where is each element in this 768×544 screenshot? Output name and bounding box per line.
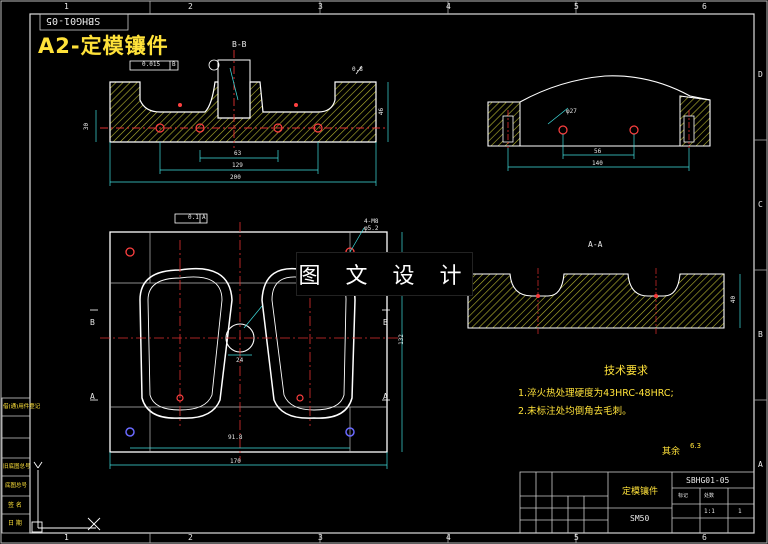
- border-num-3-top: 3: [318, 2, 323, 11]
- dim-phi5-2: φ5.2: [364, 225, 379, 232]
- border-letter-c: C: [758, 200, 763, 209]
- section-bb-label: B-B: [232, 40, 247, 49]
- dim-140: 140: [592, 160, 603, 167]
- marker-b-right: B: [383, 318, 388, 327]
- title-block-drawing-no: SBHG01-05: [686, 476, 730, 485]
- dim-ra-top: 0.8: [352, 66, 363, 73]
- border-num-1-bottom: 1: [64, 533, 69, 542]
- left-strip-cell-1: 借(通)用件登记: [3, 404, 41, 410]
- tolerance-ref-2: A: [202, 214, 206, 221]
- dim-4-m8: 4-M8: [364, 218, 379, 225]
- ucs-icon: [31, 461, 101, 533]
- dim-91-8: 91.8: [228, 434, 243, 441]
- title-block-part-name: 定模镶件: [622, 487, 659, 497]
- section-bb: [95, 50, 389, 186]
- section-aa: [467, 268, 741, 334]
- border-num-2-top: 2: [188, 2, 193, 11]
- drawing-title: A2-定模镶件: [38, 34, 169, 58]
- border-letter-d: D: [758, 70, 763, 79]
- border-num-4-top: 4: [446, 2, 451, 11]
- border-num-4-bottom: 4: [446, 533, 451, 542]
- watermark-banner: 图 文 设 计: [296, 252, 473, 296]
- border-num-1-top: 1: [64, 2, 69, 11]
- remaining-roughness-value: 6.3: [690, 442, 702, 450]
- title-block: [519, 471, 755, 534]
- dim-132: 132: [397, 334, 405, 345]
- left-strip: [1, 397, 31, 534]
- dim-30: 30: [83, 122, 91, 131]
- title-block-col-a: 标记: [678, 493, 689, 499]
- border-num-5-bottom: 5: [574, 533, 579, 542]
- dim-170: 170: [230, 458, 241, 465]
- dim-phi27: φ27: [566, 108, 577, 115]
- dim-63: 63: [234, 150, 242, 157]
- plan-view: [90, 213, 403, 469]
- dim-40: 40: [730, 295, 738, 304]
- left-strip-cell-3: 旧底图总号: [3, 464, 31, 470]
- left-strip-cell-6: 签 名: [8, 502, 22, 509]
- section-aa-label: A-A: [588, 240, 603, 249]
- border-letter-b: B: [758, 330, 763, 339]
- dim-129: 129: [232, 162, 243, 169]
- title-block-scale: 1:1: [704, 508, 715, 515]
- tolerance-value-1: 0.015: [142, 61, 161, 68]
- title-block-col-b: 处数: [704, 493, 715, 499]
- title-block-material: SM50: [630, 514, 650, 523]
- border-letter-a: A: [758, 460, 763, 469]
- section-right-top: [487, 75, 711, 171]
- top-drawing-number: SBHG01-05: [46, 15, 101, 26]
- border-num-3-bottom: 3: [318, 533, 323, 542]
- top-number-box: [39, 13, 129, 31]
- left-strip-cell-7: 日 期: [8, 520, 22, 527]
- title-block-sheet: 1: [738, 508, 742, 515]
- inner-frame: [29, 13, 755, 534]
- remaining-roughness-label: 其余: [662, 447, 681, 457]
- border-num-5-top: 5: [574, 2, 579, 11]
- dim-46: 46: [378, 107, 386, 116]
- border-ticks: [149, 1, 767, 543]
- marker-a-right: A: [383, 392, 388, 401]
- tech-requirement-2: 2.未标注处均倒角去毛刺。: [518, 406, 632, 417]
- border-num-6-bottom: 6: [702, 533, 707, 542]
- dim-24: 24: [236, 357, 244, 364]
- marker-a-left: A: [90, 392, 95, 401]
- dim-56: 56: [594, 148, 602, 155]
- marker-b-left: B: [90, 318, 95, 327]
- left-strip-cell-5: 底图总号: [5, 483, 28, 489]
- tolerance-value-2: 0.1: [188, 214, 199, 221]
- border-num-6-top: 6: [702, 2, 707, 11]
- tolerance-ref-1: B: [172, 61, 176, 68]
- dim-200: 200: [230, 174, 241, 181]
- border-num-2-bottom: 2: [188, 533, 193, 542]
- tech-requirements-title: 技术要求: [604, 364, 648, 377]
- tech-requirement-1: 1.淬火热处理硬度为43HRC-48HRC;: [518, 388, 674, 399]
